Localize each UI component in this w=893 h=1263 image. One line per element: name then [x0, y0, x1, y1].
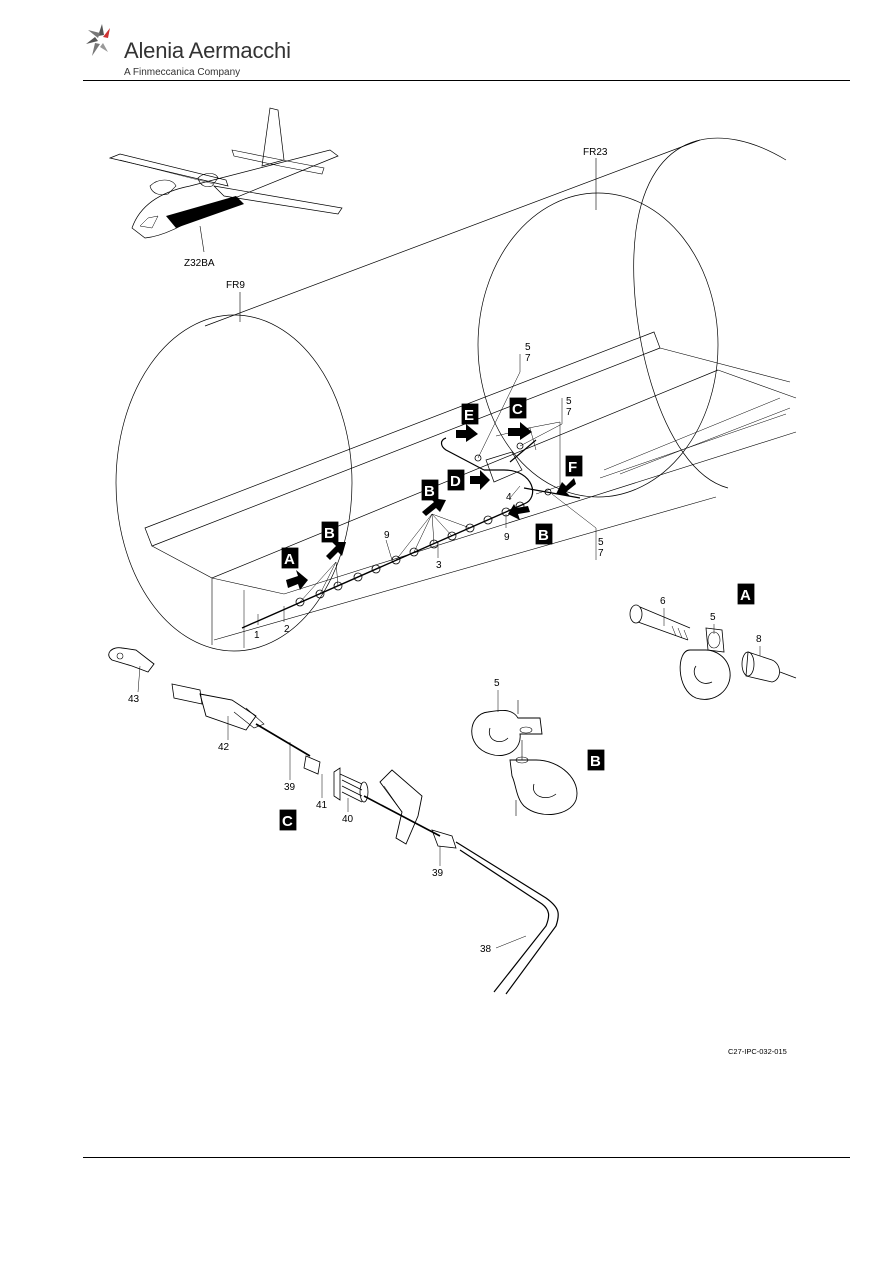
svg-text:5: 5	[710, 612, 716, 623]
svg-text:7: 7	[525, 353, 531, 364]
svg-text:3: 3	[436, 560, 442, 571]
footer-rule	[83, 1157, 850, 1158]
view-flag-d: D	[447, 469, 465, 491]
detail-view-c: C 43 42 39 41 40 39	[108, 647, 559, 995]
svg-text:40: 40	[342, 814, 354, 825]
svg-text:F: F	[568, 459, 577, 476]
svg-text:C: C	[282, 813, 293, 830]
page-header: Alenia Aermacchi A Finmeccanica Company	[0, 0, 893, 82]
svg-text:B: B	[538, 527, 549, 544]
svg-text:B: B	[424, 483, 435, 500]
svg-text:E: E	[464, 407, 474, 424]
zone-label: Z32BA	[184, 258, 215, 269]
svg-text:42: 42	[218, 742, 230, 753]
svg-text:38: 38	[480, 944, 492, 955]
svg-text:9: 9	[384, 530, 390, 541]
svg-text:9: 9	[504, 532, 510, 543]
svg-text:4: 4	[506, 492, 512, 503]
svg-text:5: 5	[525, 342, 531, 353]
company-logo-icon	[86, 24, 110, 56]
svg-text:5: 5	[494, 678, 500, 689]
svg-text:C: C	[512, 401, 523, 418]
svg-text:5: 5	[566, 396, 572, 407]
svg-text:B: B	[590, 753, 601, 770]
svg-text:A: A	[740, 587, 751, 604]
svg-text:B: B	[324, 525, 335, 542]
fuselage-section: FR23 FR9	[115, 137, 797, 652]
svg-text:6: 6	[660, 596, 666, 607]
frame-label-fr23: FR23	[583, 147, 608, 158]
view-flag-b: B	[421, 479, 439, 501]
svg-text:39: 39	[432, 868, 444, 879]
svg-text:43: 43	[128, 694, 140, 705]
svg-text:7: 7	[598, 548, 604, 559]
view-flag-f: F	[565, 455, 583, 477]
svg-text:41: 41	[316, 800, 328, 811]
company-name: Alenia Aermacchi	[124, 38, 291, 63]
svg-text:39: 39	[284, 782, 296, 793]
view-flag-b: B	[535, 523, 553, 545]
frame-label-fr9: FR9	[226, 280, 245, 291]
svg-text:5: 5	[598, 537, 604, 548]
detail-view-a: A 6 5 8	[629, 583, 797, 700]
svg-text:7: 7	[566, 407, 572, 418]
company-subtitle: A Finmeccanica Company	[124, 67, 241, 78]
svg-text:2: 2	[284, 624, 290, 635]
svg-text:A: A	[284, 551, 295, 568]
view-arrows	[286, 422, 576, 590]
svg-text:8: 8	[756, 634, 762, 645]
header-rule	[83, 80, 850, 81]
view-flag-c: C	[509, 397, 527, 419]
figure-reference: C27-IPC-032-015	[728, 1047, 787, 1056]
svg-text:1: 1	[254, 630, 260, 641]
view-flags: A B B B D E C F	[281, 397, 583, 569]
aircraft-locator-view: Z32BA	[108, 107, 343, 269]
view-flag-a: A	[281, 547, 299, 569]
svg-text:D: D	[450, 473, 461, 490]
view-flag-e: E	[461, 403, 479, 425]
detail-view-b: B 5	[471, 678, 605, 816]
view-flag-b: B	[321, 521, 339, 543]
